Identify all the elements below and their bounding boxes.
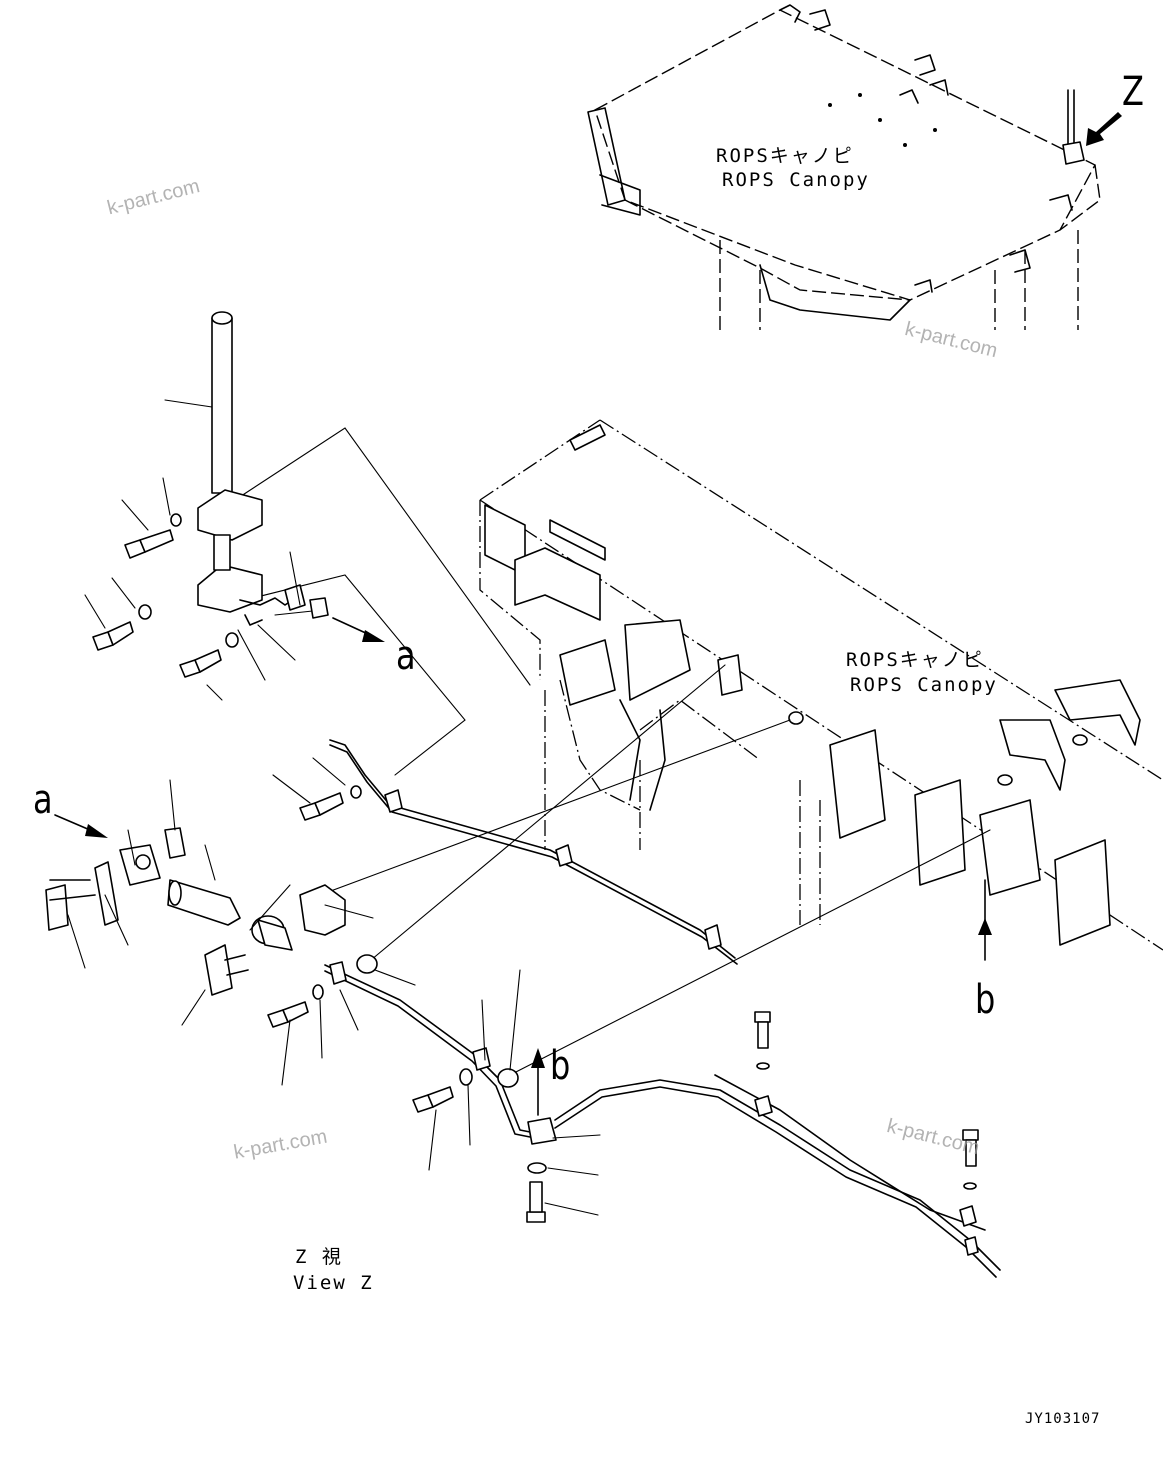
canopy-label-mid-jp: ROPSキャノピ <box>846 649 984 671</box>
antenna-cable <box>324 739 1001 1278</box>
direction-arrows <box>54 617 545 1116</box>
callout-leaders <box>67 399 601 1216</box>
canopy-frame-drawing <box>479 419 1163 961</box>
connector-label-b-down: b <box>975 977 996 1023</box>
assembly-lines <box>224 427 991 1076</box>
view-marker-z: Z <box>1122 69 1144 115</box>
view-label-en: View Z <box>293 1272 374 1294</box>
view-label-jp: Z 視 <box>295 1246 343 1268</box>
canopy-label-top-jp: ROPSキャノピ <box>716 145 854 167</box>
canopy-label-top-en: ROPS Canopy <box>722 169 870 191</box>
connector-parts <box>45 827 519 1088</box>
canopy-label-mid-en: ROPS Canopy <box>850 674 998 696</box>
antenna-assembly <box>197 311 329 626</box>
canopy-overview-drawing <box>587 4 1122 330</box>
connector-label-a-in: a <box>33 777 53 823</box>
bolts-and-washers <box>92 513 979 1223</box>
connector-label-b-up: b <box>550 1043 571 1089</box>
drawing-code: JY103107 <box>1025 1411 1101 1427</box>
connector-label-a-out: a <box>396 633 416 679</box>
